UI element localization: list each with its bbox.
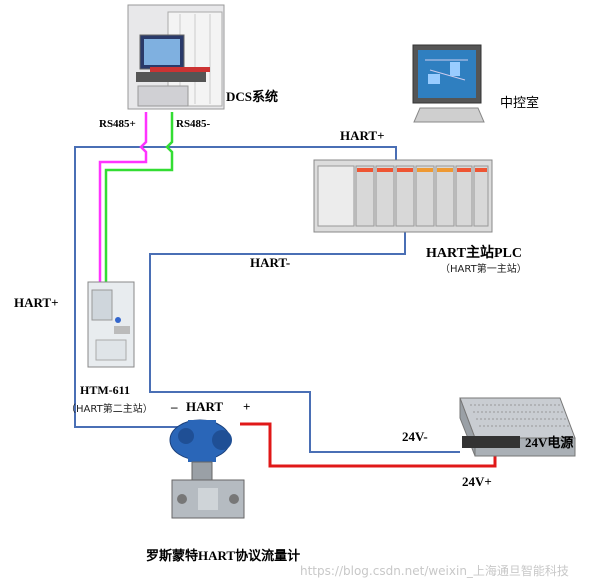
transmitter-minus-label: –	[171, 399, 178, 414]
rs485-plus-wire	[98, 112, 148, 285]
hart-plus-wire	[74, 146, 397, 428]
rs485-minus-label: RS485-	[176, 118, 211, 130]
transmitter-plus-label: +	[243, 399, 251, 414]
hart-second-master-label: （HART第二主站）	[66, 404, 153, 415]
htm-611-label: HTM-611	[80, 383, 130, 397]
v24-plus-label: 24V+	[462, 474, 492, 489]
plc-rack	[313, 159, 493, 233]
v24-supply-label: 24V电源	[525, 435, 574, 450]
control-room-monitor	[412, 44, 485, 123]
power-supply	[459, 397, 576, 457]
rs485-minus-wire	[104, 112, 174, 285]
flowmeter-label: 罗斯蒙特HART协议流量计	[146, 548, 301, 563]
power-plus-wire	[240, 422, 497, 468]
rs485-plus-label: RS485+	[99, 118, 136, 130]
hart-main-plc-label: HART主站PLC	[426, 246, 522, 261]
transmitter-hart-label: HART	[186, 399, 224, 414]
htm-611-device	[87, 281, 135, 368]
hart-plus-left-label: HART+	[14, 295, 59, 310]
v24-minus-label: 24V-	[402, 429, 428, 444]
hart-first-master-label: （HART第一主站）	[440, 264, 527, 275]
hart-plus-top-label: HART+	[340, 128, 385, 143]
flow-transmitter	[169, 419, 245, 519]
hart-minus-label: HART-	[250, 255, 291, 270]
dcs-cabinet	[127, 4, 225, 110]
control-room-label: 中控室	[500, 96, 540, 111]
watermark: https://blog.csdn.net/weixin_上海通旦智能科技	[300, 564, 569, 578]
dcs-system-label: DCS系统	[226, 89, 279, 104]
power-minus-wire	[149, 335, 460, 453]
hart-minus-wire	[149, 232, 406, 335]
